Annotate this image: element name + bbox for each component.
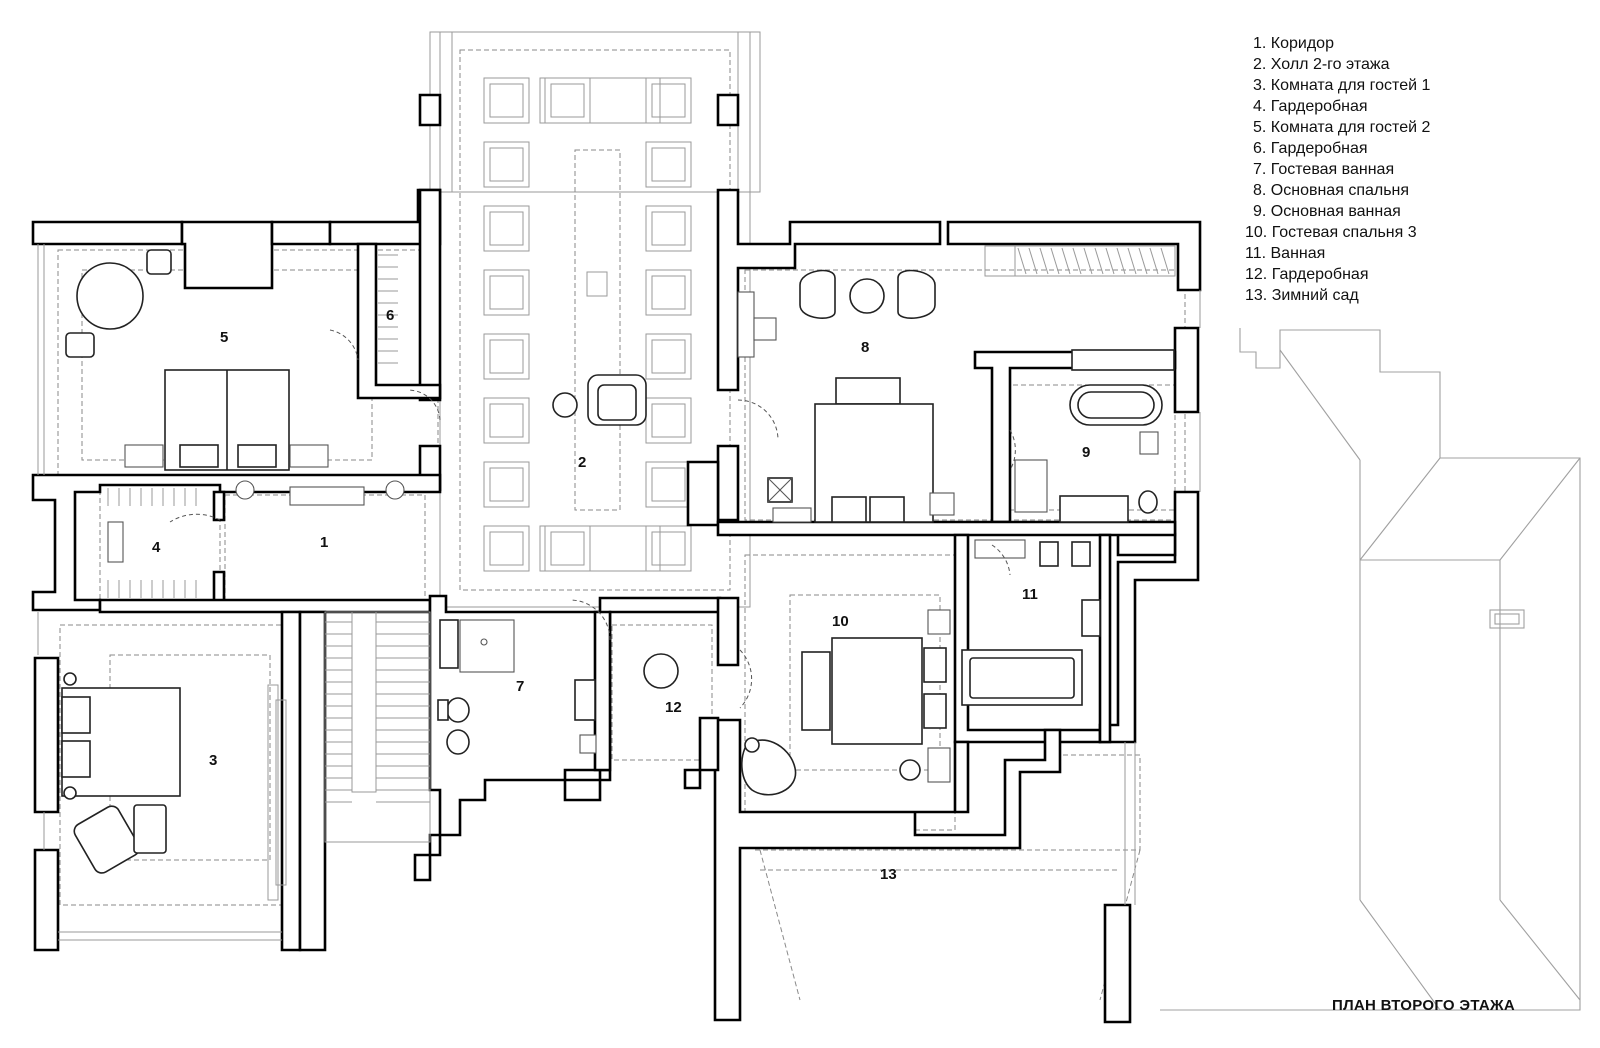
wardrobe-shelves <box>107 245 1176 598</box>
coffer <box>539 525 661 572</box>
coffer-inner <box>489 531 524 566</box>
legend-item: 3. Комната для гостей 1 <box>1253 77 1430 94</box>
legend-item: 11. Ванная <box>1245 245 1325 262</box>
coffer-inner <box>651 211 686 246</box>
legend-item: 13. Зимний сад <box>1245 287 1359 304</box>
legend: 1. Коридор 2. Холл 2-го этажа 3. Комната… <box>1245 35 1430 304</box>
legend-item: 9. Основная ванная <box>1253 203 1401 220</box>
shelf-mark <box>1083 247 1093 275</box>
room-label-5: 5 <box>220 329 228 346</box>
shelf-mark <box>1149 247 1159 275</box>
coffer-inner <box>651 275 686 310</box>
coffer <box>645 269 692 316</box>
coffer-inner <box>651 83 686 118</box>
plan-title: ПЛАН ВТОРОГО ЭТАЖА <box>1332 997 1515 1014</box>
shelf-mark <box>1061 247 1071 275</box>
legend-item: 5. Комната для гостей 2 <box>1253 119 1430 136</box>
coffer-inner <box>489 147 524 182</box>
shelf-mark <box>1116 247 1126 275</box>
coffer-inner <box>489 275 524 310</box>
legend-item: 10. Гостевая спальня 3 <box>1245 224 1417 241</box>
coffer <box>483 397 530 444</box>
coffer <box>544 77 591 124</box>
coffer <box>645 205 692 252</box>
legend-item: 4. Гардеробная <box>1253 98 1368 115</box>
room-label-13: 13 <box>880 866 897 883</box>
coffer <box>539 77 661 124</box>
coffer-inner <box>489 211 524 246</box>
room-label-2: 2 <box>578 454 586 471</box>
shelf-mark <box>1105 247 1115 275</box>
room-label-6: 6 <box>386 307 394 324</box>
coffer <box>483 269 530 316</box>
coffer <box>645 397 692 444</box>
coffer-inner <box>550 83 585 118</box>
door-swings <box>169 329 1016 709</box>
coffer-inner <box>489 467 524 502</box>
coffer <box>645 525 692 572</box>
shelf-mark <box>1160 247 1170 275</box>
coffer <box>483 77 530 124</box>
coffer <box>544 525 591 572</box>
room-label-12: 12 <box>665 699 682 716</box>
shelf-mark <box>1094 247 1104 275</box>
coffer-inner <box>651 339 686 374</box>
legend-item: 12. Гардеробная <box>1245 266 1368 283</box>
room-label-11: 11 <box>1022 586 1038 603</box>
room-label-9: 9 <box>1082 444 1090 461</box>
shelf-mark <box>1039 247 1049 275</box>
coffer <box>645 333 692 380</box>
coffer <box>645 77 692 124</box>
coffer-inner <box>651 531 686 566</box>
coffer-inner <box>651 403 686 438</box>
room-label-1: 1 <box>320 534 328 551</box>
coffer-inner <box>651 467 686 502</box>
legend-item: 7. Гостевая ванная <box>1253 161 1394 178</box>
legend-item: 1. Коридор <box>1253 35 1334 52</box>
coffer-inner <box>651 147 686 182</box>
legend-item: 2. Холл 2-го этажа <box>1253 56 1390 73</box>
shelf-mark <box>1017 247 1027 275</box>
staircase <box>324 611 431 843</box>
coffer-inner <box>489 83 524 118</box>
room-label-10: 10 <box>832 613 849 630</box>
shelf-mark <box>1028 247 1038 275</box>
legend-item: 8. Основная спальня <box>1253 182 1409 199</box>
window-lines <box>37 244 1201 941</box>
room-label-8: 8 <box>861 339 869 356</box>
shelf-mark <box>1072 247 1082 275</box>
legend-item: 6. Гардеробная <box>1253 140 1368 157</box>
coffer <box>483 525 530 572</box>
wardrobe-rail <box>984 245 1176 277</box>
shelf-mark <box>1138 247 1148 275</box>
furniture <box>61 249 1175 901</box>
coffer <box>645 461 692 508</box>
room-label-3: 3 <box>209 752 217 769</box>
coffer <box>483 141 530 188</box>
shelf-mark <box>1127 247 1137 275</box>
coffer-inner <box>489 403 524 438</box>
coffer-inner <box>550 531 585 566</box>
coffer <box>483 205 530 252</box>
coffer <box>645 141 692 188</box>
coffer-inner <box>489 339 524 374</box>
roof-outline <box>1160 328 1581 1011</box>
shelf-mark <box>1050 247 1060 275</box>
coffer <box>483 461 530 508</box>
room-labels: 1 2 3 4 5 6 7 8 9 10 11 12 13 <box>152 307 1090 883</box>
room-label-7: 7 <box>516 678 524 695</box>
room-label-4: 4 <box>152 539 161 556</box>
coffer <box>483 333 530 380</box>
